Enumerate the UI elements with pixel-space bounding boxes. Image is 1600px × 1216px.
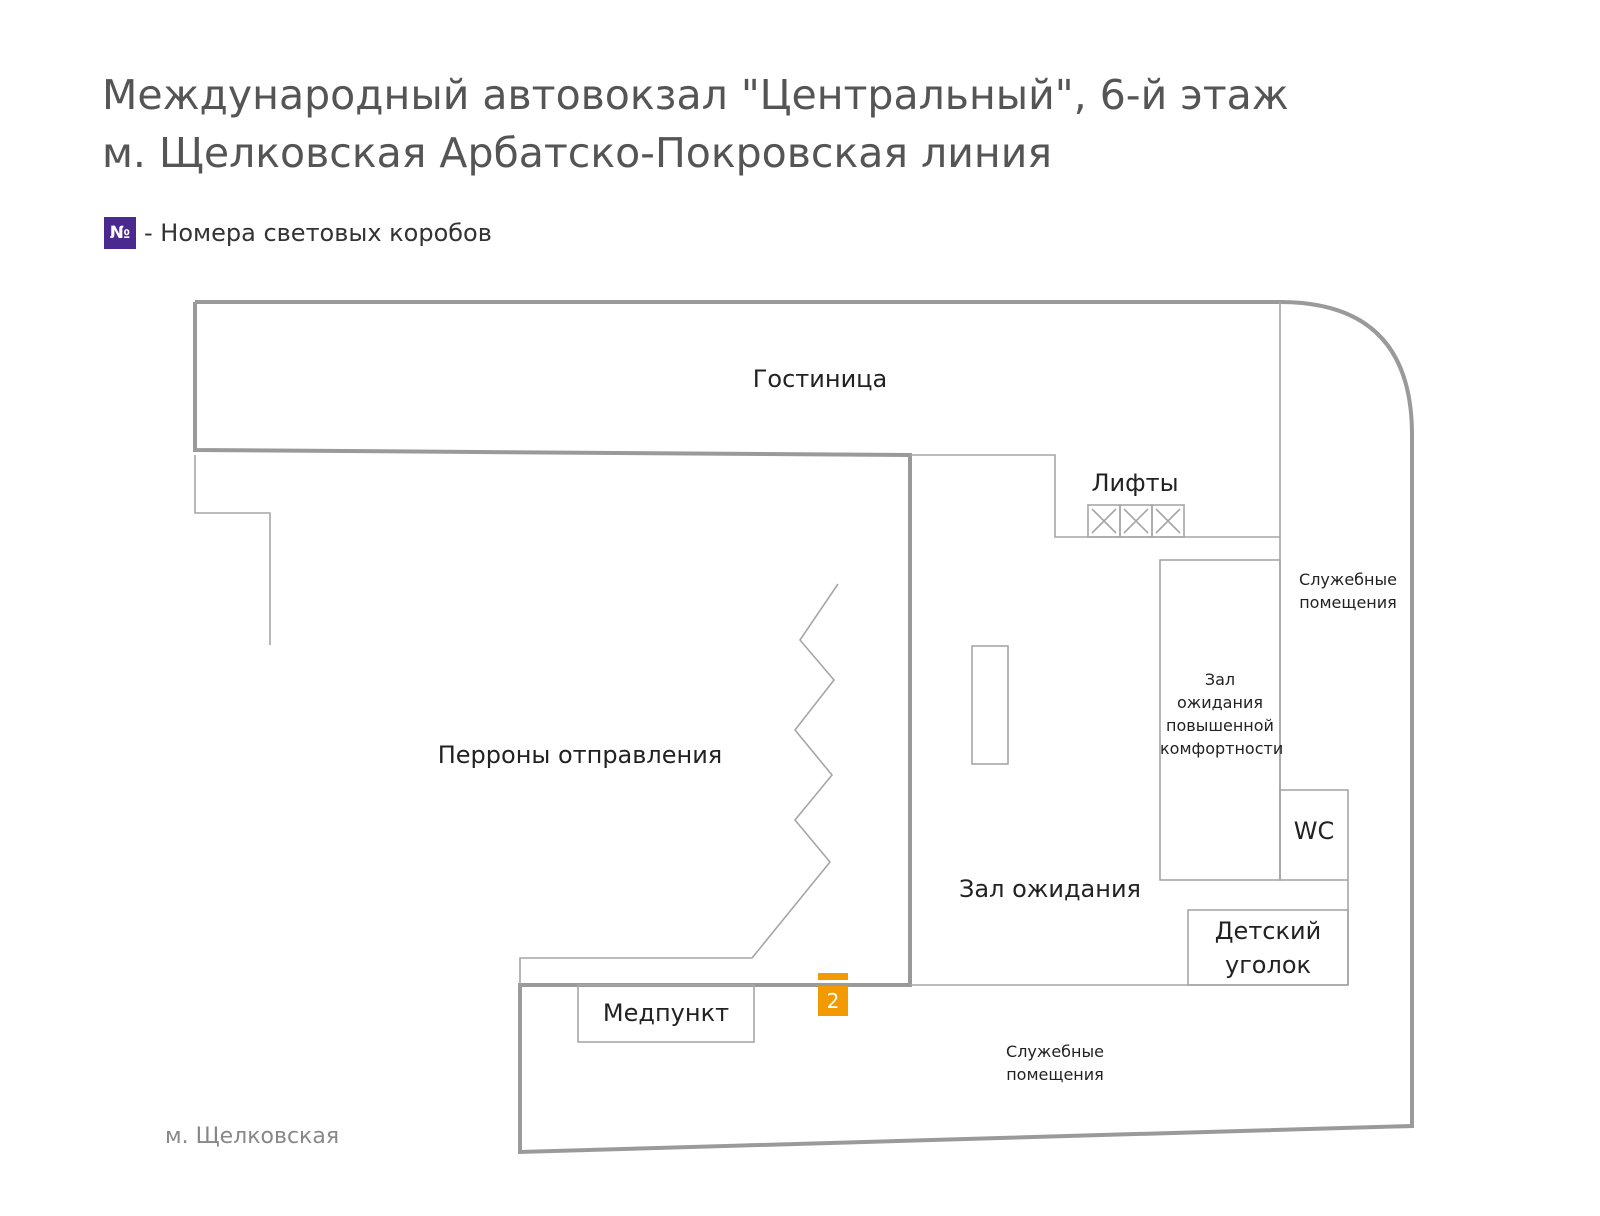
title-line-2: м. Щелковская Арбатско-Покровская линия xyxy=(102,129,1053,177)
legend-number-badge: № xyxy=(104,217,136,249)
room-elevators: Лифты xyxy=(1091,469,1179,497)
room-service-bottom: Служебные помещения xyxy=(1006,1042,1104,1084)
room-hotel: Гостиница xyxy=(752,365,888,393)
metro-label: м. Щелковская xyxy=(165,1124,340,1149)
legend: № - Номера световых коробов xyxy=(104,217,492,249)
room-medpoint: Медпункт xyxy=(602,999,730,1027)
room-wc: WC xyxy=(1293,817,1335,845)
room-service-top: Служебные помещения xyxy=(1299,570,1397,612)
hotel-outline xyxy=(193,300,1414,1155)
room-comfort-hall: Зал ожидания повышенной комфортности xyxy=(1160,670,1284,758)
room-platforms: Перроны отправления xyxy=(437,741,723,769)
room-kids-corner: Детский уголок xyxy=(1214,917,1322,979)
title-line-1: Международный автовокзал "Центральный", … xyxy=(102,71,1289,119)
room-waiting-hall: Зал ожидания xyxy=(959,875,1141,903)
lightbox-marker-2[interactable]: 2 xyxy=(818,986,848,1016)
lightbox-marker-bar xyxy=(818,973,848,980)
legend-text: - Номера световых коробов xyxy=(144,219,492,247)
page-title: Международный автовокзал "Центральный", … xyxy=(102,66,1289,182)
